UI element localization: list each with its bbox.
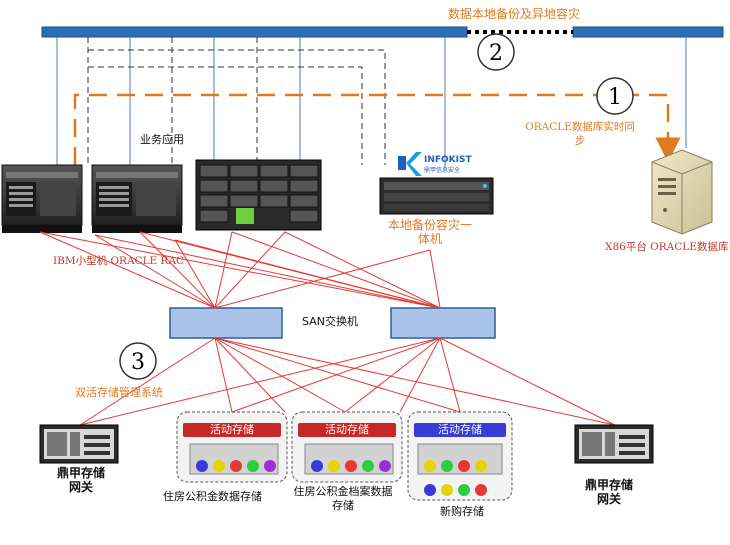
x86-label: X86平台 ORACLE数据库 [605, 241, 729, 253]
storage-badge-1: 活动存储 [210, 423, 254, 436]
red-links-upper [39, 231, 441, 309]
gateway-right-device [574, 424, 654, 464]
gateway-left-device [39, 424, 119, 464]
oracle-sync-label: ORACLE数据库实时同步 [525, 121, 635, 147]
infokist-brand: INFOKIST [424, 155, 472, 165]
storage-2-label: 住房公积金档案数据存储 [293, 485, 393, 512]
storage-badge-2: 活动存储 [325, 423, 369, 436]
marker-2-label: 2 [489, 41, 503, 66]
network-bar-right [572, 26, 724, 38]
storage-group-1 [176, 411, 288, 483]
marker-2: 2 [477, 33, 515, 71]
red-links-lower [79, 337, 616, 426]
marker-1-label: 1 [608, 85, 622, 110]
x86-server [651, 149, 713, 235]
top-label: 数据本地备份及异地容灾 [448, 7, 581, 21]
storage-1-label: 住房公积金数据存储 [163, 490, 262, 503]
gateway-left-label: 鼎甲存储网关 [56, 466, 105, 494]
storage-group-2 [291, 411, 403, 483]
bar-drop-lines [56, 37, 687, 168]
ibm-label: IBM小型机 ORACLE RAC [53, 255, 185, 267]
app-label: 业务应用 [140, 133, 184, 146]
active-label: 双活存储管理系统 [75, 386, 163, 399]
cluster-dashed-lines [87, 37, 386, 165]
marker-1: 1 [596, 77, 634, 115]
oracle-sync-path [73, 93, 681, 165]
infokist-sub: 鼎甲信息安全 [424, 166, 460, 174]
marker-3: 3 [119, 342, 157, 380]
local-backup-label: 本地备份容灾一体机 [387, 218, 472, 246]
storage-badge-3: 活动存储 [438, 423, 482, 436]
infokist-logo: INFOKIST 鼎甲信息安全 [398, 152, 472, 176]
ibm-server-1 [1, 164, 83, 233]
storage-3-label: 新购存储 [440, 505, 484, 518]
backup-appliance [379, 177, 494, 215]
san-switch-left [169, 307, 283, 339]
san-label: SAN交换机 [302, 315, 358, 328]
blade-server [195, 159, 322, 231]
network-bar-left [41, 26, 468, 38]
san-switch-right [390, 307, 496, 339]
gateway-right-label: 鼎甲存储网关 [584, 478, 633, 506]
marker-3-label: 3 [131, 350, 145, 375]
storage-group-3 [407, 411, 513, 501]
ibm-server-2 [91, 164, 183, 233]
